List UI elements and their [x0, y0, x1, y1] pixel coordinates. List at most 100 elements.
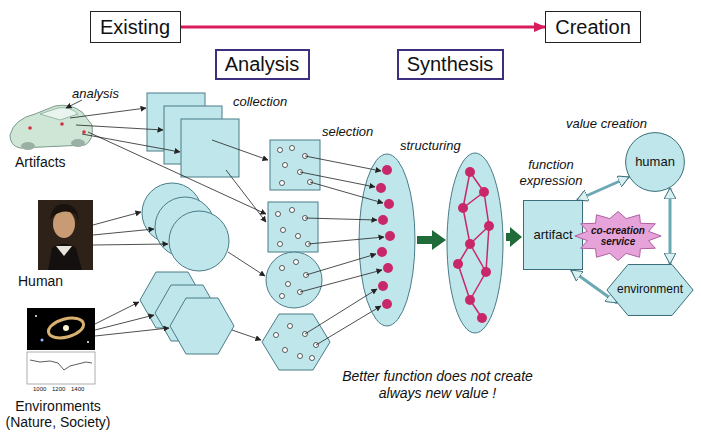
selection-dots-part [283, 348, 288, 353]
text-holder: Synthesis [407, 53, 494, 76]
selection-arrows-part [316, 306, 381, 345]
selection-dots-part [278, 242, 283, 247]
stage-label: value creation [566, 116, 647, 132]
source-label: Environments (Nature, Society) [2, 398, 114, 430]
node-text: human [635, 155, 675, 170]
selected-ellipse-part-part [377, 247, 387, 257]
text-holder: artifact [533, 228, 572, 243]
selection-dots-part [296, 234, 301, 239]
selection-arrows-part [300, 172, 375, 187]
selection-dots-part [290, 208, 295, 213]
collection-arrows-part [66, 100, 82, 108]
collection-circles [142, 183, 229, 271]
selected-ellipse-part-part [383, 263, 393, 273]
source-label: Artifacts [15, 154, 66, 171]
structure-ellipse-part-part [465, 239, 475, 249]
portrait-photo-part [56, 246, 72, 256]
selected-ellipse-part-part [378, 215, 388, 225]
collection-arrows-part [88, 132, 266, 214]
selection-dots-part [283, 163, 288, 168]
galaxy-photo-part [63, 325, 69, 331]
galaxy-photo-part [87, 341, 89, 343]
selection-dots-part [281, 228, 286, 233]
selection-shapes-part [268, 202, 318, 252]
selection-arrows-part [305, 218, 377, 220]
collection-arrows-part [95, 328, 169, 336]
selected-ellipse-part-part [376, 183, 386, 193]
axis-tick: 1200 [52, 386, 65, 393]
selection-arrows-part [305, 156, 381, 171]
portrait-photo-part [50, 204, 79, 222]
galaxy-photo-part [27, 308, 95, 350]
car-picture-part [71, 139, 85, 147]
car-picture-part [21, 142, 35, 150]
selection-arrows-part [310, 182, 383, 203]
selected-ellipse-part-part [384, 199, 394, 209]
structure-ellipse-part [453, 167, 494, 323]
selection-dots-part [280, 181, 285, 186]
structure-ellipse-part-part [486, 226, 489, 272]
structure-ellipse-part-part [458, 264, 470, 300]
note-text: Better function does not create always n… [335, 368, 540, 402]
text-holder: Creation [555, 16, 631, 39]
selected-ellipse-part-part [378, 281, 388, 291]
galaxy-photo-part [41, 339, 44, 342]
structure-ellipse-part-part [458, 203, 468, 213]
collection-arrows-part [93, 229, 154, 235]
collection-arrows-part [82, 134, 180, 152]
collection-squares-part [181, 119, 239, 177]
structure-ellipse-part [447, 153, 503, 333]
structure-ellipse-part [458, 172, 489, 318]
text-holder: human [635, 155, 675, 170]
connector-arrow [669, 188, 672, 264]
car-picture-part [28, 126, 32, 130]
collection-squares [147, 93, 239, 177]
stage-label: collection [233, 94, 287, 110]
stage-label: analysis [72, 86, 119, 102]
selected-ellipse-part-part [382, 165, 392, 175]
environment-hexagon-shape [607, 265, 693, 316]
axis-tick: 1400 [71, 386, 84, 393]
portrait-photo-part [53, 210, 75, 238]
text-holder: environment [617, 283, 683, 297]
artifact-box: artifact [523, 200, 583, 270]
car-picture-part [82, 130, 86, 134]
stage-box: Existing [90, 11, 181, 43]
selection-shapes-part [266, 252, 322, 308]
collection-arrows-part [95, 315, 154, 330]
service-star: co-creation service [574, 211, 662, 261]
line-chart-part [27, 352, 95, 384]
selection-dots-part [274, 333, 279, 338]
selection-dots-part [280, 266, 285, 271]
selection-dots [274, 146, 319, 361]
node-text: co-creation service [586, 225, 650, 248]
collection-arrows-part [228, 252, 265, 276]
service-star-shape [575, 212, 661, 261]
collection-arrows-part [212, 140, 268, 160]
process-arrows-part [506, 227, 522, 247]
text-holder: Existing [100, 16, 170, 39]
selection-dots-part [280, 294, 285, 299]
portrait-photo-part [38, 200, 93, 270]
car-picture-part [60, 122, 64, 126]
selection-dots-part [294, 260, 299, 265]
process-arrows-part [417, 230, 446, 250]
node-text: Analysis [225, 53, 299, 76]
phase-box: Analysis [215, 49, 310, 80]
collection-arrows-part [76, 125, 163, 130]
selected-ellipse-part-part [382, 299, 392, 309]
node-text: Creation [555, 16, 631, 39]
selection-dots-part [310, 356, 315, 361]
selected-ellipse [359, 154, 415, 326]
structure-ellipse-part-part [465, 295, 475, 305]
selection-arrows [300, 156, 384, 345]
car-picture-part [10, 105, 92, 148]
galaxy-photo [27, 308, 95, 350]
structure-ellipse-part-part [463, 208, 470, 244]
connector-arrow [577, 177, 629, 200]
collection-arrows [66, 100, 268, 340]
node-text: Synthesis [407, 53, 494, 76]
phase-box: Synthesis [397, 49, 504, 80]
selection-shapes [262, 140, 330, 370]
stage-label: selection [322, 124, 373, 140]
